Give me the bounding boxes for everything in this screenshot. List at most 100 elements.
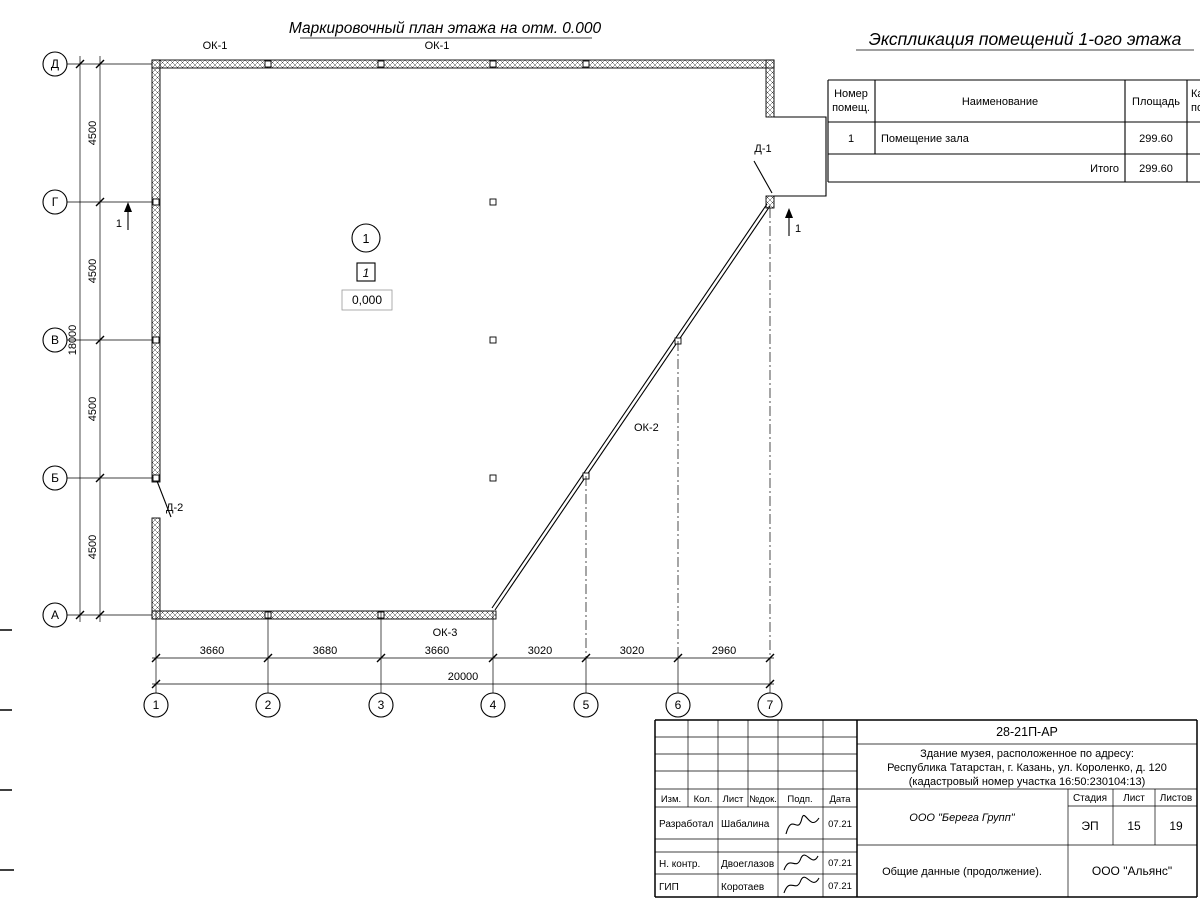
signature-role: ГИП <box>659 882 679 893</box>
section-number: 1 <box>795 223 801 235</box>
col-header-number: Номер <box>834 88 868 100</box>
signature-date: 07.21 <box>828 858 852 869</box>
room-number: 1 <box>363 232 370 246</box>
signature-name: Двоеглазов <box>721 859 774 870</box>
axis-label: 3 <box>378 698 385 712</box>
stage-value: ЭП <box>1081 819 1098 833</box>
col-header-name: Наименование <box>962 96 1038 108</box>
col-header-kol: Кол. <box>694 794 713 805</box>
elevation-mark: 0,000 <box>352 293 382 307</box>
section-number: 1 <box>116 218 122 230</box>
room-type-tag: 1 <box>363 266 370 280</box>
signature-row: Разработал Шабалина 07.21 <box>659 815 852 835</box>
axis-label: 1 <box>153 698 160 712</box>
project-description: (кадастровый номер участка 16:50:230104:… <box>909 776 1146 788</box>
dim-label: 4500 <box>87 121 99 145</box>
title-block-grid <box>654 719 1198 898</box>
sheet-margin-marks <box>0 629 14 871</box>
signature-row: Н. контр. Двоеглазов 07.21 <box>659 854 852 871</box>
dim-label: 4500 <box>87 397 99 421</box>
bottom-dimensions: 3660 3680 3660 3020 3020 2960 20000 <box>151 645 775 689</box>
dim-total-label: 18000 <box>67 325 79 356</box>
explication-table: Экспликация помещений 1-ого этажа Номер … <box>827 29 1200 183</box>
room-number-cell: 1 <box>848 133 854 145</box>
dim-label: 4500 <box>87 259 99 283</box>
sheet-value: 15 <box>1127 819 1141 833</box>
col-header-ndok: №док. <box>749 794 777 805</box>
col-header-number: помещ. <box>832 102 870 114</box>
window-label-ok1: ОК-1 <box>425 40 450 52</box>
dim-label: 3660 <box>200 645 224 657</box>
axis-label: 2 <box>265 698 272 712</box>
explication-title: Экспликация помещений 1-ого этажа <box>869 29 1182 49</box>
col-header-izm: Изм. <box>661 794 681 805</box>
signature-role: Н. контр. <box>659 859 700 870</box>
axis-label: 4 <box>490 698 497 712</box>
left-dimensions: 4500 4500 4500 4500 18000 <box>67 56 105 622</box>
col-header-podp: Подп. <box>787 794 812 805</box>
columns <box>152 60 682 619</box>
sheets-label: Листов <box>1160 793 1193 804</box>
sheets-value: 19 <box>1169 819 1183 833</box>
dim-label: 4500 <box>87 535 99 559</box>
project-description: Здание музея, расположенное по адресу: <box>920 748 1134 760</box>
signature-row: ГИП Коротаев 07.21 <box>659 876 852 894</box>
axis-label: 6 <box>675 698 682 712</box>
col-header-category: по <box>1191 102 1200 114</box>
window-label-ok1: ОК-1 <box>203 40 228 52</box>
axis-label: А <box>51 608 59 622</box>
axis-label: Б <box>51 471 59 485</box>
doc-title: Общие данные (продолжение). <box>882 866 1042 878</box>
col-axis-lines <box>155 208 771 693</box>
row-axis-bubbles: Д Г В Б А <box>42 51 68 628</box>
room-area-cell: 299.60 <box>1139 133 1173 145</box>
explication-grid <box>827 79 1200 183</box>
col-header-data: Дата <box>829 794 851 805</box>
axis-label: 5 <box>583 698 590 712</box>
glazed-wall-ok2 <box>491 203 771 611</box>
col-header-area: Площадь <box>1132 96 1180 108</box>
dim-label: 3660 <box>425 645 449 657</box>
plan-title: Маркировочный план этажа на отм. 0.000 <box>289 20 602 37</box>
signature-name: Коротаев <box>721 882 764 893</box>
stage-label: Стадия <box>1073 793 1107 804</box>
total-area: 299.60 <box>1139 163 1173 175</box>
table-row: 1 Помещение зала 299.60 <box>848 133 1173 145</box>
dim-label: 2960 <box>712 645 736 657</box>
table-total-row: Итого 299.60 <box>1090 163 1173 175</box>
sheet-label: Лист <box>1123 793 1145 804</box>
signature-scribble <box>783 876 820 894</box>
dim-label: 3680 <box>313 645 337 657</box>
total-label: Итого <box>1090 163 1119 175</box>
axis-label: В <box>51 333 59 347</box>
door-label-d2: Д-2 <box>166 502 183 514</box>
section-mark-right: 1 <box>785 208 801 236</box>
col-axis-bubbles: 1 2 3 4 5 6 7 <box>143 692 783 718</box>
element-labels: ОК-1 ОК-1 ОК-2 ОК-3 Д-1 Д-2 <box>166 40 772 639</box>
door-label-d1: Д-1 <box>754 143 771 155</box>
floor-plan: Маркировочный план этажа на отм. 0.000 <box>42 20 827 718</box>
dim-label: 3020 <box>620 645 644 657</box>
col-header-category: Ка <box>1191 88 1200 100</box>
title-block: 28-21П-АР Здание музея, расположенное по… <box>654 719 1198 898</box>
signature-scribble <box>783 854 819 871</box>
designer-company: ООО "Берега Групп" <box>909 812 1015 824</box>
signature-role: Разработал <box>659 818 714 830</box>
door-d1 <box>753 116 827 197</box>
axis-label: Г <box>52 195 59 209</box>
dim-label: 3020 <box>528 645 552 657</box>
window-label-ok2: ОК-2 <box>634 422 659 434</box>
col-header-list: Лист <box>723 794 744 805</box>
axis-label: Д <box>51 57 59 71</box>
project-description: Республика Татарстан, г. Казань, ул. Кор… <box>887 762 1167 774</box>
room-name-cell: Помещение зала <box>881 133 970 145</box>
dim-total-label: 20000 <box>448 671 479 683</box>
doc-number: 28-21П-АР <box>996 725 1058 739</box>
section-mark-left: 1 <box>116 202 132 230</box>
window-label-ok3: ОК-3 <box>433 627 458 639</box>
axis-label: 7 <box>767 698 774 712</box>
revision-header-row: Изм. Кол. Лист №док. Подп. Дата <box>661 794 851 805</box>
client-company: ООО "Альянс" <box>1092 864 1172 878</box>
